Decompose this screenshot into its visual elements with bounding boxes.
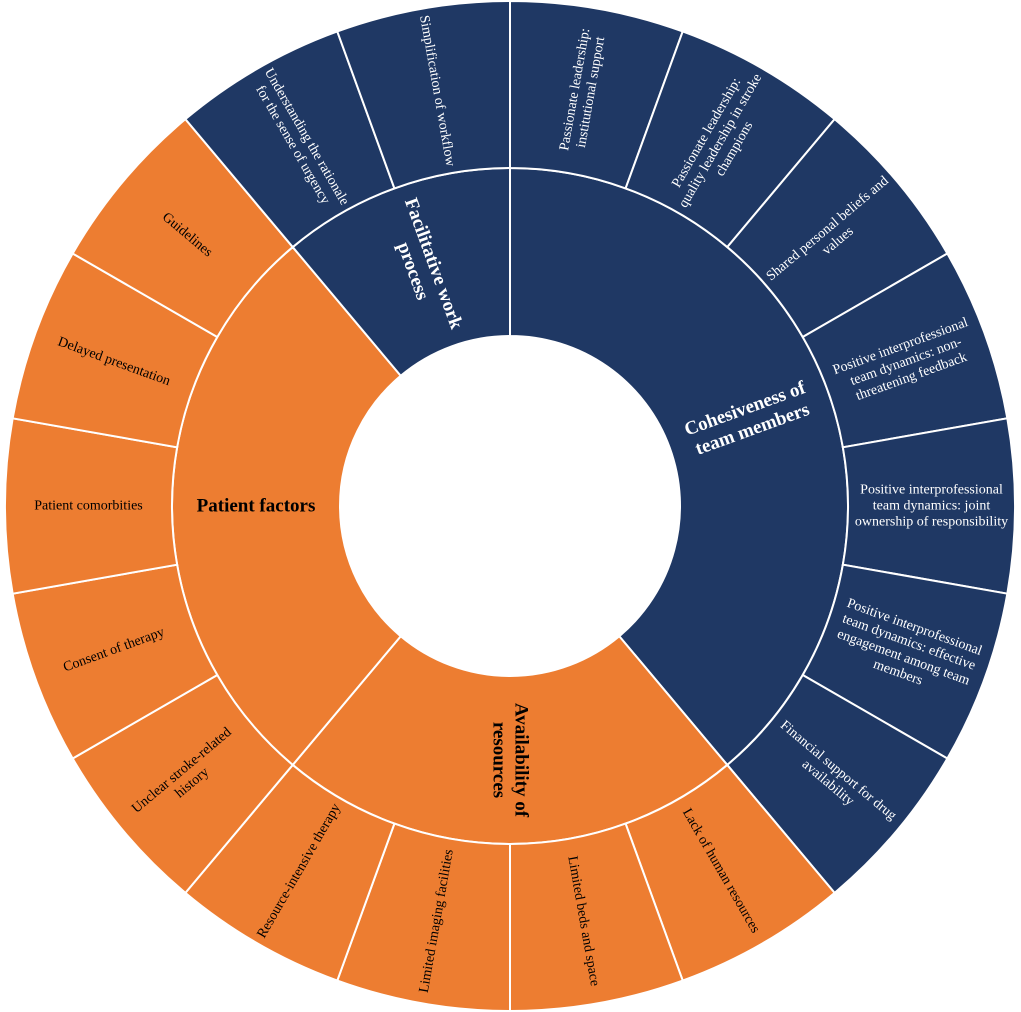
theme-ring bbox=[171, 166, 849, 845]
theme-label-patient-factors: Patient factors bbox=[197, 496, 316, 517]
subtheme-segment-simplification-of-workflow bbox=[335, 0, 511, 190]
theme-label-availability-of-resources: Availability ofresources bbox=[489, 703, 532, 818]
subtheme-label-patient-comorbities: Patient comorbities bbox=[34, 499, 142, 514]
subtheme-ring bbox=[4, 0, 1017, 1012]
